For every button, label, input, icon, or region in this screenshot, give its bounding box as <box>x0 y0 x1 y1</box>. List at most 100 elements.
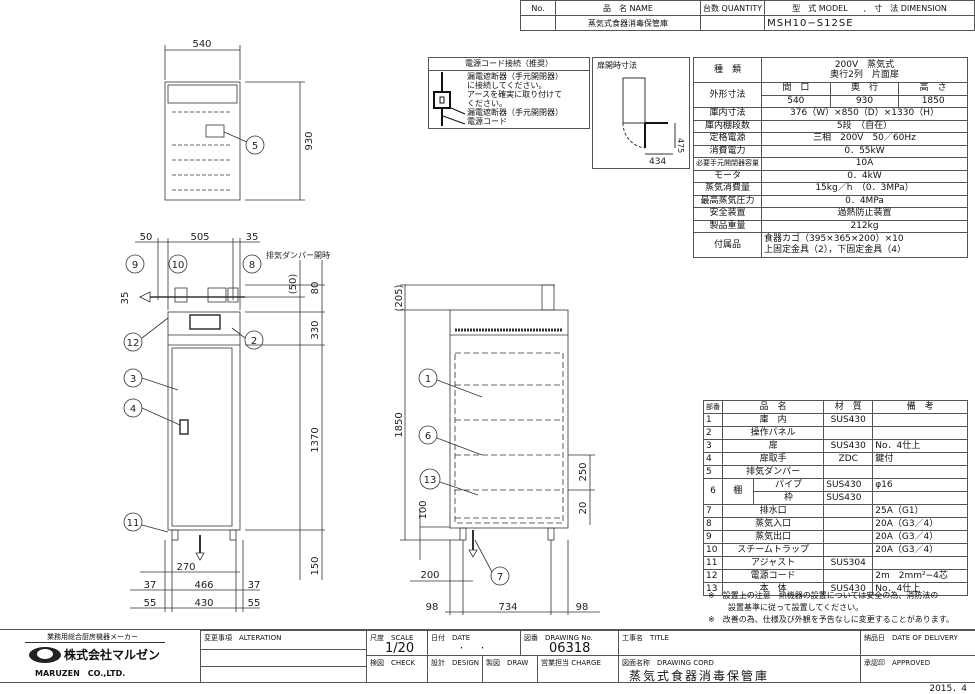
part-name: 操作パネル <box>721 426 825 440</box>
delivery-label: 納品日 DATE OF DELIVERY <box>864 634 958 642</box>
part-note: No．4仕上 <box>872 439 968 453</box>
part-name: 蒸気出口 <box>721 530 825 544</box>
note-1: ※ 設置上の注意 熱機器の設置については安全の為、消防法の <box>708 591 939 600</box>
front-dim-50: 50 <box>140 232 153 243</box>
callout-2: 2 <box>251 336 257 347</box>
part-name: 扉 <box>721 439 825 453</box>
drawing-no-value: 06318 <box>549 641 591 656</box>
spec-h: 1850 <box>898 94 968 108</box>
cord-label: 電源コード <box>467 117 507 126</box>
spec-row-label: 消費電力 <box>693 144 762 158</box>
alteration-label: 変更事項 ALTERATION <box>204 634 282 642</box>
front-dim-50v: (50) <box>288 274 299 295</box>
date-label: 日付 DATE <box>431 634 471 642</box>
parts-header-note: 備 考 <box>872 400 968 414</box>
side-dim-250: 250 <box>578 462 589 481</box>
notes: ※ 設置上の注意 熱機器の設置については安全の為、消防法の 設置基準に従って設置… <box>708 590 954 626</box>
part-note: 2m 2mm²−4芯 <box>872 569 968 583</box>
spec-row-value: 212kg <box>761 219 968 233</box>
callout-7: 7 <box>497 572 503 583</box>
part-name: 排水口 <box>721 504 825 518</box>
note-1b: 設置基準に従って設置してください。 <box>728 603 864 612</box>
part-material <box>823 517 874 531</box>
part-name: 扉取手 <box>721 452 825 466</box>
part-no: 11 <box>703 556 723 570</box>
part-name: スチームトラップ <box>721 543 825 557</box>
spec-row-label: 蒸気消費量 <box>693 182 762 196</box>
part-no: 12 <box>703 569 723 583</box>
note-2: ※ 改善の為、仕様及び外観を予告なしに変更することがあります。 <box>708 615 954 624</box>
part-note <box>872 556 968 570</box>
door-dim-depth: 475 <box>676 138 685 153</box>
spec-outer-label: 外形寸法 <box>693 82 762 108</box>
quantity-value <box>699 15 766 31</box>
draw-label: 製図 DRAW <box>486 659 529 667</box>
spec-row-label: 庫内棚段数 <box>693 119 762 133</box>
front-dim-466: 466 <box>194 580 213 591</box>
part-note: 20A（G3／4） <box>872 517 968 531</box>
part-material <box>823 465 874 479</box>
door-dim-width: 434 <box>649 157 666 167</box>
front-dim-80: 80 <box>310 282 321 295</box>
front-dim-37a: 37 <box>144 580 157 591</box>
part-name: 排気ダンパー <box>721 465 825 479</box>
side-dim-734: 734 <box>498 602 517 613</box>
side-dim-205: (205) <box>394 284 405 311</box>
part-no: 10 <box>703 543 723 557</box>
callout-3: 3 <box>130 374 136 385</box>
front-dim-505: 505 <box>190 232 209 243</box>
part-material: ZDC <box>823 452 874 466</box>
parts-shelf-mat2: SUS430 <box>823 491 874 505</box>
side-dim-200: 200 <box>420 570 439 581</box>
side-dim-98b: 98 <box>576 602 589 613</box>
spec-row-label: 定格電源 <box>693 132 762 146</box>
power-cord-box: 電源コード接続（推奨） 漏電遮断器（手元開閉器） に接続してください。 アースを… <box>428 57 590 129</box>
spec-type-value1: 200V 蒸気式 <box>834 60 895 70</box>
part-material <box>823 543 874 557</box>
spec-row-value: 0．4kW <box>761 169 968 183</box>
part-note: No．4仕上 <box>872 582 968 596</box>
callout-12: 12 <box>127 338 140 349</box>
front-dim-35v: 35 <box>120 292 131 305</box>
part-material <box>823 504 874 518</box>
part-no: 1 <box>703 413 723 427</box>
spec-w: 540 <box>761 94 831 108</box>
part-name: アジャスト <box>721 556 825 570</box>
parts-shelf-name: 棚 <box>722 478 754 505</box>
top-dim-d: 930 <box>304 131 315 150</box>
spec-type-value2: 奥行2列 片面扉 <box>830 70 899 80</box>
parts-shelf-no: 6 <box>703 478 723 505</box>
parts-header-name: 品 名 <box>721 400 825 414</box>
part-material: SUS304 <box>823 556 874 570</box>
model-value: MSH10−S12SE <box>764 15 975 31</box>
title-block: 業務用総合厨房機器メーカー 株式会社マルゼン MARUZEN CO.,LTD. … <box>0 629 975 683</box>
technical-drawing: 540 930 5 50 505 35 排気ダンパー開時 35 (50) 80 … <box>120 39 600 615</box>
spec-d-label: 奥 行 <box>829 82 900 96</box>
spec-acc-label: 付属品 <box>693 232 762 258</box>
breaker-label: 漏電遮断器（手元開閉器） <box>467 108 563 117</box>
part-name: 電源コード <box>721 569 825 583</box>
spec-row-value: 10A <box>761 157 968 171</box>
front-dim-330: 330 <box>310 320 321 339</box>
front-view-body <box>167 311 241 531</box>
charge-label: 営業担当 CHARGE <box>541 659 601 667</box>
spec-row-label: 製品重量 <box>693 219 762 233</box>
spec-row-value: 三相 200V 50／60Hz <box>761 132 968 146</box>
door-open-diagram: 475 434 <box>622 77 685 167</box>
spec-row-label: 必要手元開閉器容量 <box>693 157 762 171</box>
power-cord-line2: に接続してください。 <box>467 81 547 90</box>
part-material: SUS430 <box>823 439 874 453</box>
scale-label: 尺度 SCALE <box>370 634 414 642</box>
part-name: 本 体 <box>721 582 825 596</box>
top-view-body <box>164 81 241 201</box>
part-no: 3 <box>703 439 723 453</box>
part-material: SUS430 <box>823 582 874 596</box>
callout-5: 5 <box>252 141 258 152</box>
